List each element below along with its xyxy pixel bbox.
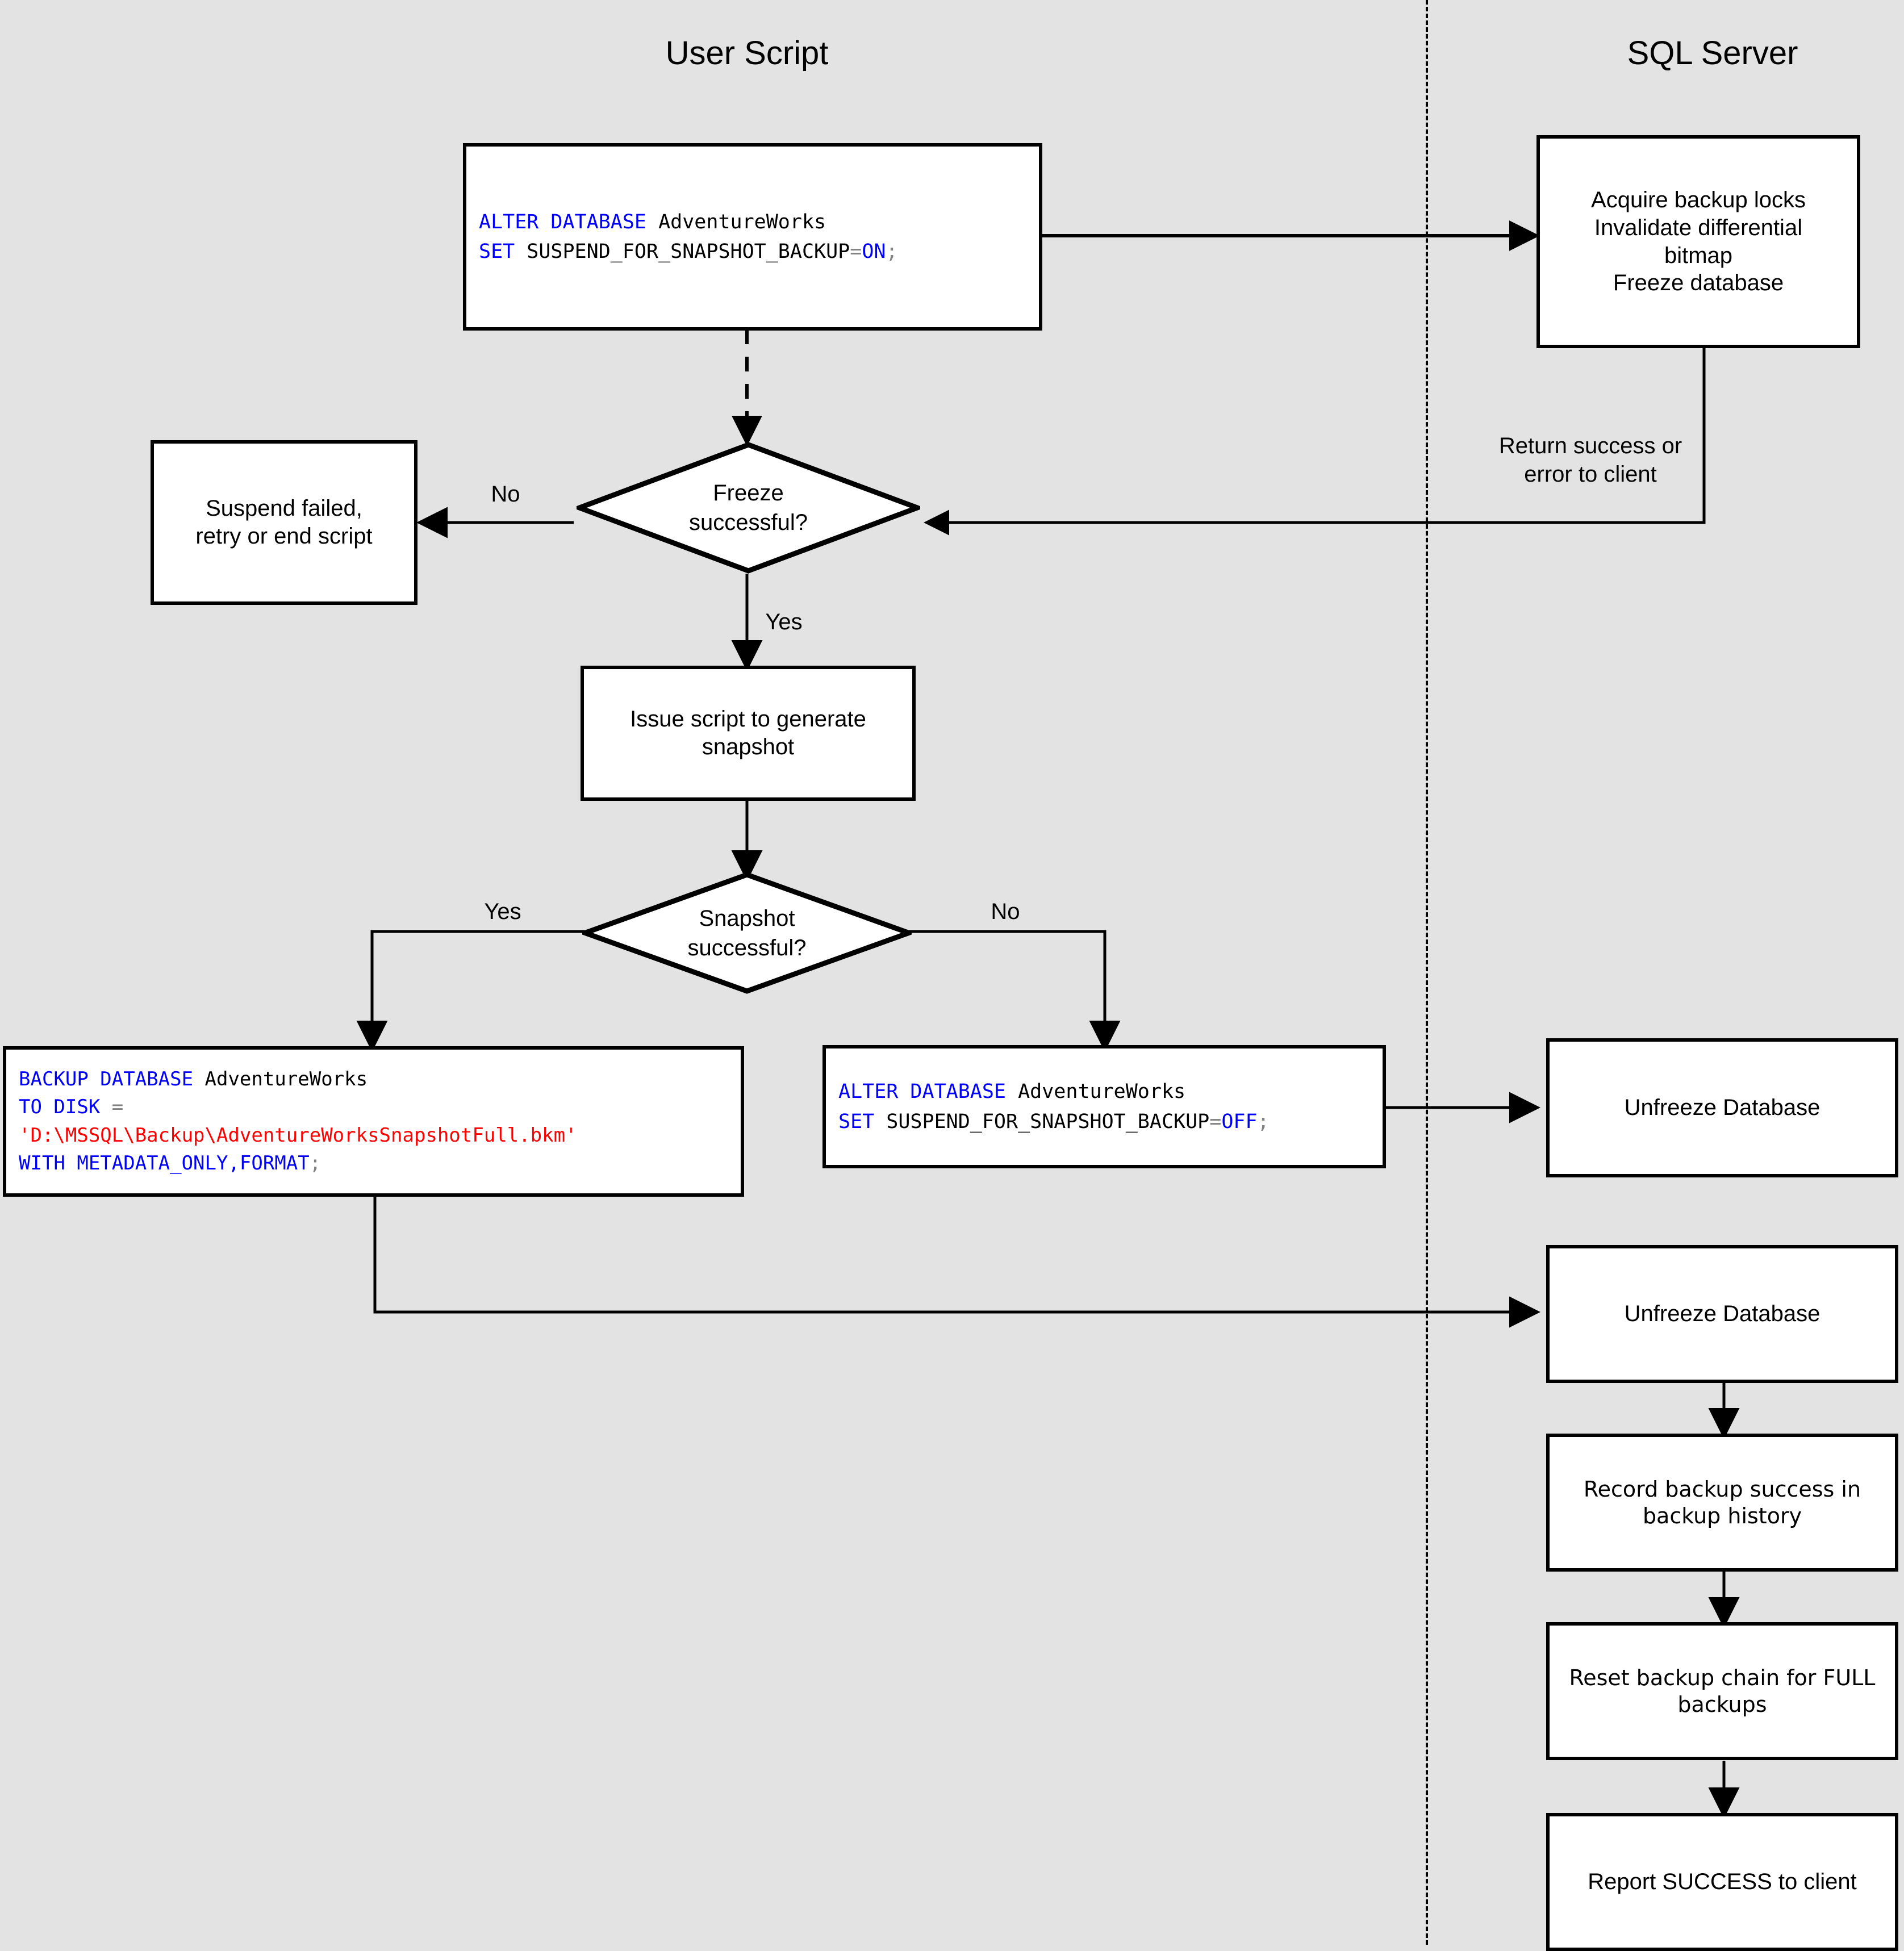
edge-label-return-to-client: Return success or error to client	[1498, 433, 1682, 487]
node-suspend-for-snapshot-backup-off[interactable]: ALTER DATABASE AdventureWorks SET SUSPEN…	[822, 1045, 1386, 1168]
lane-title-user-script: User Script	[665, 35, 829, 72]
node-acquire-backup-locks[interactable]: Acquire backup locks Invalidate differen…	[1536, 135, 1860, 348]
node-suspend-for-snapshot-backup-on[interactable]: ALTER DATABASE AdventureWorks SET SUSPEN…	[463, 143, 1042, 331]
edge-label-freeze-no: No	[491, 482, 520, 507]
lane-title-sql-server: SQL Server	[1627, 35, 1798, 72]
node-record-backup-success[interactable]: Record backup success in backup history	[1546, 1434, 1898, 1572]
decision-freeze-successful[interactable]: Freeze successful?	[577, 442, 920, 574]
node-report-success-to-client[interactable]: Report SUCCESS to client	[1546, 1813, 1898, 1951]
node-suspend-failed[interactable]: Suspend failed, retry or end script	[151, 440, 417, 605]
node-unfreeze-database-1[interactable]: Unfreeze Database	[1546, 1038, 1898, 1177]
node-unfreeze-database-2[interactable]: Unfreeze Database	[1546, 1245, 1898, 1383]
edge-label-snapshot-no: No	[991, 899, 1020, 924]
node-backup-database-metadata-only[interactable]: BACKUP DATABASE AdventureWorks TO DISK =…	[3, 1046, 744, 1197]
sql-line-1: ALTER DATABASE AdventureWorks	[838, 1080, 1186, 1103]
node-issue-script-generate-snapshot[interactable]: Issue script to generate snapshot	[581, 666, 916, 801]
sql-line-3: 'D:\MSSQL\Backup\AdventureWorksSnapshotF…	[19, 1123, 577, 1147]
sql-line-4: WITH METADATA_ONLY,FORMAT;	[19, 1151, 321, 1175]
sql-line-1: ALTER DATABASE AdventureWorks	[479, 210, 826, 233]
swimlane-divider	[1426, 0, 1428, 1945]
sql-line-2: SET SUSPEND_FOR_SNAPSHOT_BACKUP=ON;	[479, 240, 898, 263]
node-reset-backup-chain[interactable]: Reset backup chain for FULL backups	[1546, 1622, 1898, 1760]
sql-line-2: TO DISK =	[19, 1096, 124, 1119]
sql-line-2: SET SUSPEND_FOR_SNAPSHOT_BACKUP=OFF;	[838, 1110, 1270, 1133]
decision-snapshot-successful[interactable]: Snapshot successful?	[582, 872, 912, 994]
edge-label-freeze-yes: Yes	[765, 609, 803, 634]
edge-label-snapshot-yes: Yes	[484, 899, 521, 924]
sql-line-1: BACKUP DATABASE AdventureWorks	[19, 1067, 368, 1091]
